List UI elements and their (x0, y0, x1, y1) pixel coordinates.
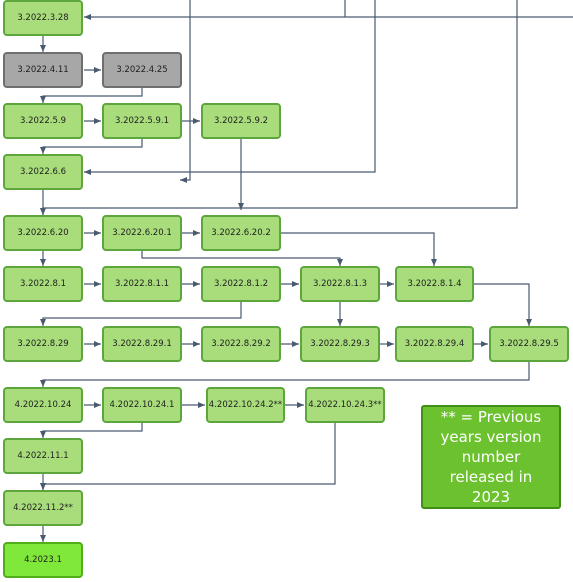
node-4.2023.1: 4.2023.1 (3, 542, 83, 578)
node-3.2022.6.20: 3.2022.6.20 (3, 215, 83, 251)
edge-10.24.3-to-11.2 (40, 423, 336, 490)
node-3.2022.8.29.1: 3.2022.8.29.1 (102, 326, 182, 362)
node-4.2022.10.24: 4.2022.10.24 (3, 387, 83, 423)
edge-top-to-3.2022.6.6 (84, 0, 376, 175)
node-3.2022.8.1.3: 3.2022.8.1.3 (300, 266, 380, 302)
edge-8.1.4-to-8.29.5 (474, 283, 532, 326)
node-3.2022.5.9.2: 3.2022.5.9.2 (201, 103, 281, 139)
node-3.2022.8.29.2: 3.2022.8.29.2 (201, 326, 281, 362)
node-3.2022.8.1.1: 3.2022.8.1.1 (102, 266, 182, 302)
node-3.2022.8.1.4: 3.2022.8.1.4 (395, 266, 474, 302)
node-4.2022.10.24.2: 4.2022.10.24.2** (206, 387, 285, 423)
node-4.2022.11.1: 4.2022.11.1 (3, 438, 83, 474)
node-3.2022.8.29.3: 3.2022.8.29.3 (300, 326, 380, 362)
node-4.2022.10.24.3: 4.2022.10.24.3** (305, 387, 385, 423)
legend-box: ** = Previous years version number relea… (421, 405, 561, 509)
edge-6.20.1-to-8.1.3 (141, 251, 343, 266)
node-4.2022.10.24.1: 4.2022.10.24.1 (102, 387, 182, 423)
node-3.2022.6.20.1: 3.2022.6.20.1 (102, 215, 182, 251)
node-3.2022.8.29.4: 3.2022.8.29.4 (395, 326, 474, 362)
node-3.2022.6.20.2: 3.2022.6.20.2 (201, 215, 281, 251)
node-3.2022.8.1.2: 3.2022.8.1.2 (201, 266, 281, 302)
node-3.2022.8.29.5: 3.2022.8.29.5 (489, 326, 569, 362)
node-3.2022.4.11: 3.2022.4.11 (3, 52, 83, 88)
edge-6.20.2-to-8.1.4 (281, 232, 437, 266)
node-4.2022.11.2: 4.2022.11.2** (3, 490, 83, 526)
node-3.2022.8.1: 3.2022.8.1 (3, 266, 83, 302)
node-3.2022.5.9.1: 3.2022.5.9.1 (102, 103, 182, 139)
edge-top-down-190 (180, 0, 191, 183)
edge-8.29.5-to-10.24 (40, 362, 530, 387)
node-3.2022.3.28: 3.2022.3.28 (3, 0, 83, 36)
node-3.2022.6.6: 3.2022.6.6 (3, 154, 83, 190)
node-3.2022.5.9: 3.2022.5.9 (3, 103, 83, 139)
edge-10.24.1-to-11.1 (40, 423, 143, 438)
node-3.2022.4.25: 3.2022.4.25 (102, 52, 182, 88)
node-3.2022.8.29: 3.2022.8.29 (3, 326, 83, 362)
edge-5.9.1-to-6.6 (40, 139, 143, 154)
edge-4.25-to-5.9 (40, 88, 143, 103)
edge-8.1.2-to-8.29 (40, 302, 242, 326)
